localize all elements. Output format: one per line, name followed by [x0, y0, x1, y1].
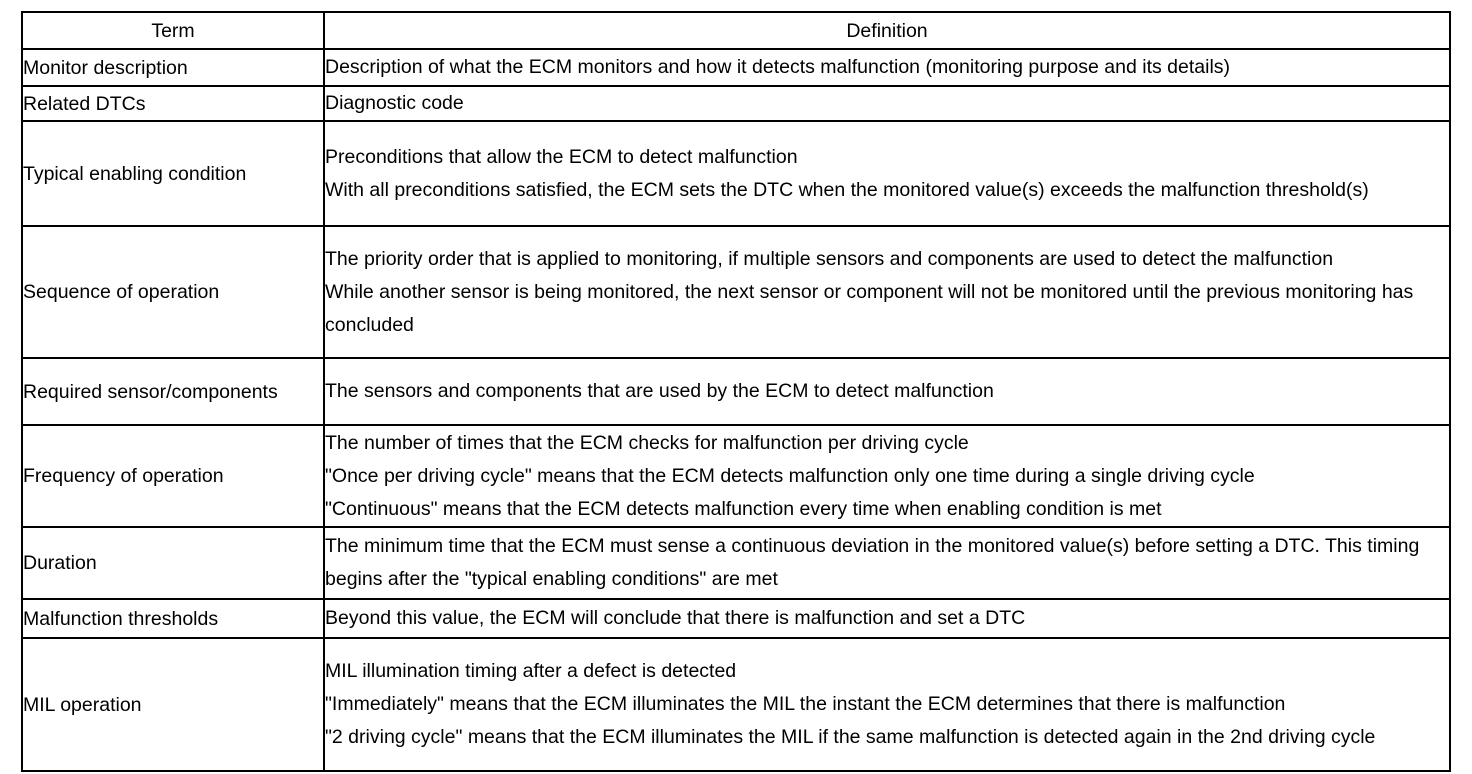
definition-line: Preconditions that allow the ECM to dete…: [325, 145, 798, 168]
definition-sequence-of-operation: The priority order that is applied to mo…: [323, 225, 1451, 359]
term-typical-enabling-condition: Typical enabling condition: [21, 120, 325, 227]
definition-line: The priority order that is applied to mo…: [325, 247, 1334, 270]
table-header: Term Definition: [21, 11, 1451, 50]
definition-related-dtcs: Diagnostic code: [323, 85, 1451, 122]
term-sequence-of-operation: Sequence of operation: [21, 225, 325, 359]
term-malfunction-thresholds: Malfunction thresholds: [21, 598, 325, 639]
definition-mil-operation: MIL illumination timing after a defect i…: [323, 637, 1451, 772]
definition-line: MIL illumination timing after a defect i…: [325, 660, 737, 682]
table-row: MIL operation MIL illumination timing af…: [21, 637, 1451, 772]
table-row: Malfunction thresholds Beyond this value…: [21, 598, 1451, 639]
glossary-table: Term Definition Monitor description Desc…: [21, 11, 1451, 772]
term-related-dtcs: Related DTCs: [21, 85, 325, 122]
table-row: Sequence of operation The priority order…: [21, 225, 1451, 359]
table-row: Frequency of operation The number of tim…: [21, 424, 1451, 528]
definition-line: "2 driving cycle" means that the ECM ill…: [325, 726, 1376, 748]
definition-typical-enabling-condition: Preconditions that allow the ECM to dete…: [323, 120, 1451, 227]
definition-required-sensor-components: The sensors and components that are used…: [323, 357, 1451, 426]
definition-line: Description of what the ECM monitors and…: [325, 56, 1231, 78]
definition-line: "Once per driving cycle" means that the …: [325, 464, 1255, 487]
term-frequency-of-operation: Frequency of operation: [21, 424, 325, 528]
definition-line: While another sensor is being monitored,…: [325, 280, 1414, 336]
term-required-sensor-components: Required sensor/components: [21, 357, 325, 426]
table-row: Monitor description Description of what …: [21, 48, 1451, 87]
term-duration: Duration: [21, 526, 325, 600]
definition-line: "Immediately" means that the ECM illumin…: [325, 693, 1286, 715]
definition-line: The sensors and components that are used…: [325, 380, 994, 402]
definition-monitor-description: Description of what the ECM monitors and…: [323, 48, 1451, 87]
definition-line: "Continuous" means that the ECM detects …: [325, 497, 1162, 520]
definition-line: Beyond this value, the ECM will conclude…: [325, 607, 1026, 629]
definition-frequency-of-operation: The number of times that the ECM checks …: [323, 424, 1451, 528]
table-row: Related DTCs Diagnostic code: [21, 85, 1451, 122]
column-header-definition: Definition: [323, 11, 1451, 50]
term-mil-operation: MIL operation: [21, 637, 325, 772]
definition-line: The number of times that the ECM checks …: [325, 431, 969, 454]
table-body: Monitor description Description of what …: [21, 48, 1451, 772]
definition-line: Diagnostic code: [325, 92, 464, 114]
term-monitor-description: Monitor description: [21, 48, 325, 87]
table-row: Typical enabling condition Preconditions…: [21, 120, 1451, 227]
column-header-term: Term: [21, 11, 325, 50]
definition-duration: The minimum time that the ECM must sense…: [323, 526, 1451, 600]
table-row: Required sensor/components The sensors a…: [21, 357, 1451, 426]
definition-line: With all preconditions satisfied, the EC…: [325, 178, 1369, 201]
table-header-row: Term Definition: [21, 11, 1451, 50]
table-row: Duration The minimum time that the ECM m…: [21, 526, 1451, 600]
definition-malfunction-thresholds: Beyond this value, the ECM will conclude…: [323, 598, 1451, 639]
definition-line: The minimum time that the ECM must sense…: [325, 535, 1420, 590]
